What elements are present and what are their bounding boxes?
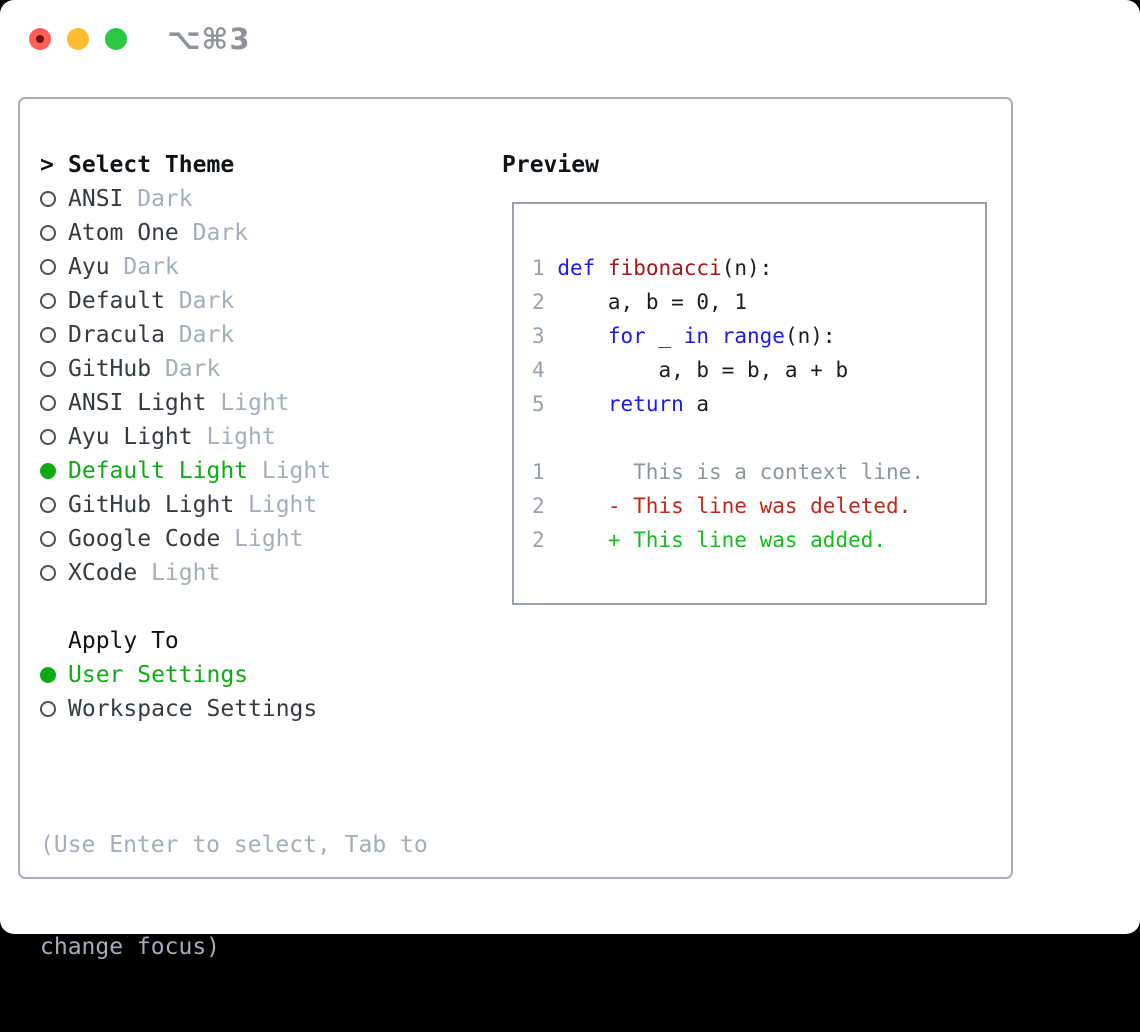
item-label: Default	[68, 288, 165, 314]
radio-icon	[40, 565, 68, 581]
item-label: Ayu Light	[68, 424, 193, 450]
spacer	[40, 726, 428, 760]
code-preview: 1 def fibonacci(n): 2 a, b = 0, 1 3 for _ …	[514, 204, 985, 557]
app-window: ⌥⌘3 > Select Theme ANSI Dark Atom One Da…	[0, 0, 1140, 960]
radio-selected-icon	[40, 667, 68, 683]
item-variant-label: Dark	[109, 254, 179, 280]
item-label: ANSI Light	[68, 390, 207, 416]
theme-item-default[interactable]: Default Dark	[40, 284, 428, 318]
item-label: Atom One	[68, 220, 179, 246]
theme-item-xcode[interactable]: XCode Light	[40, 556, 428, 590]
blank-line	[532, 421, 985, 455]
theme-item-ayu[interactable]: Ayu Dark	[40, 250, 428, 284]
help-text-line-2: change focus)	[40, 934, 221, 960]
item-label: Workspace Settings	[68, 696, 318, 722]
theme-item-ayu-light[interactable]: Ayu Light Light	[40, 420, 428, 454]
radio-icon	[40, 531, 68, 547]
radio-selected-icon	[40, 463, 68, 479]
theme-item-atom-one[interactable]: Atom One Dark	[40, 216, 428, 250]
item-label: GitHub	[68, 356, 152, 382]
item-label: ANSI	[68, 186, 124, 212]
item-variant-label: Dark	[164, 288, 235, 314]
code-line: 5 return a	[532, 392, 710, 416]
theme-item-github-light[interactable]: GitHub Light Light	[40, 488, 428, 522]
apply-to-list: User Settings Workspace Settings	[40, 658, 428, 726]
main-panel: > Select Theme ANSI Dark Atom One Dark A…	[18, 97, 1013, 960]
theme-item-google-code[interactable]: Google Code Light	[40, 522, 428, 556]
theme-item-ansi-light[interactable]: ANSI Light Light	[40, 386, 428, 420]
radio-icon	[40, 293, 68, 309]
code-line: 2 a, b = 0, 1	[532, 290, 747, 314]
code-line: 1 def fibonacci(n):	[532, 256, 773, 280]
spacer	[40, 590, 428, 624]
item-label: XCode	[68, 560, 138, 586]
apply-option-workspace-settings[interactable]: Workspace Settings	[40, 692, 428, 726]
item-label: GitHub Light	[68, 492, 235, 518]
diff-line-context: 1 This is a context line.	[532, 460, 924, 484]
item-variant-label: Dark	[123, 186, 193, 212]
select-theme-header: > Select Theme	[40, 148, 428, 182]
traffic-light-minimize-button[interactable]	[67, 28, 89, 50]
item-variant-label: Dark	[178, 220, 249, 246]
preview-title: Preview	[502, 152, 599, 178]
item-variant-label: Light	[220, 526, 304, 552]
radio-icon	[40, 327, 68, 343]
item-label: User Settings	[68, 662, 249, 688]
traffic-light-close-button[interactable]	[29, 28, 51, 50]
apply-to-header-row: Apply To	[40, 624, 428, 658]
item-variant-label: Light	[248, 458, 332, 484]
record-dot-icon	[36, 35, 44, 43]
diff-line-deleted: 2 - This line was deleted.	[532, 494, 912, 518]
theme-item-dracula[interactable]: Dracula Dark	[40, 318, 428, 352]
radio-icon	[40, 497, 68, 513]
radio-icon	[40, 259, 68, 275]
theme-selector-column: > Select Theme ANSI Dark Atom One Dark A…	[40, 148, 428, 1032]
preview-box: 1 def fibonacci(n): 2 a, b = 0, 1 3 for _ …	[512, 202, 987, 605]
theme-item-ansi[interactable]: ANSI Dark	[40, 182, 428, 216]
item-label: Default Light	[68, 458, 249, 484]
code-line: 4 a, b = b, a + b	[532, 358, 849, 382]
apply-option-user-settings[interactable]: User Settings	[40, 658, 428, 692]
apply-to-title: Apply To	[68, 628, 179, 654]
radio-icon	[40, 361, 68, 377]
item-label: Google Code	[68, 526, 221, 552]
diff-line-added: 2 + This line was added.	[532, 528, 887, 552]
theme-list: ANSI Dark Atom One Dark Ayu Dark Default…	[40, 182, 428, 590]
item-label: Dracula	[68, 322, 165, 348]
code-line: 3 for _ in range(n):	[532, 324, 836, 348]
help-text-line-1: (Use Enter to select, Tab to	[40, 832, 428, 858]
cursor-indicator: >	[40, 152, 54, 178]
radio-icon	[40, 191, 68, 207]
traffic-light-zoom-button[interactable]	[105, 28, 127, 50]
item-variant-label: Light	[234, 492, 318, 518]
item-label: Ayu	[68, 254, 110, 280]
window-shortcut-label: ⌥⌘3	[167, 22, 251, 56]
radio-icon	[40, 395, 68, 411]
select-theme-title: Select Theme	[68, 152, 235, 178]
radio-icon	[40, 429, 68, 445]
item-variant-label: Light	[137, 560, 221, 586]
item-variant-label: Light	[206, 390, 290, 416]
radio-icon	[40, 225, 68, 241]
item-variant-label: Dark	[164, 322, 235, 348]
help-text: (Use Enter to select, Tab to change focu…	[40, 760, 428, 1032]
item-variant-label: Dark	[151, 356, 221, 382]
item-variant-label: Light	[192, 424, 276, 450]
titlebar: ⌥⌘3	[29, 22, 251, 56]
theme-item-github[interactable]: GitHub Dark	[40, 352, 428, 386]
theme-item-default-light[interactable]: Default Light Light	[40, 454, 428, 488]
radio-icon	[40, 701, 68, 717]
